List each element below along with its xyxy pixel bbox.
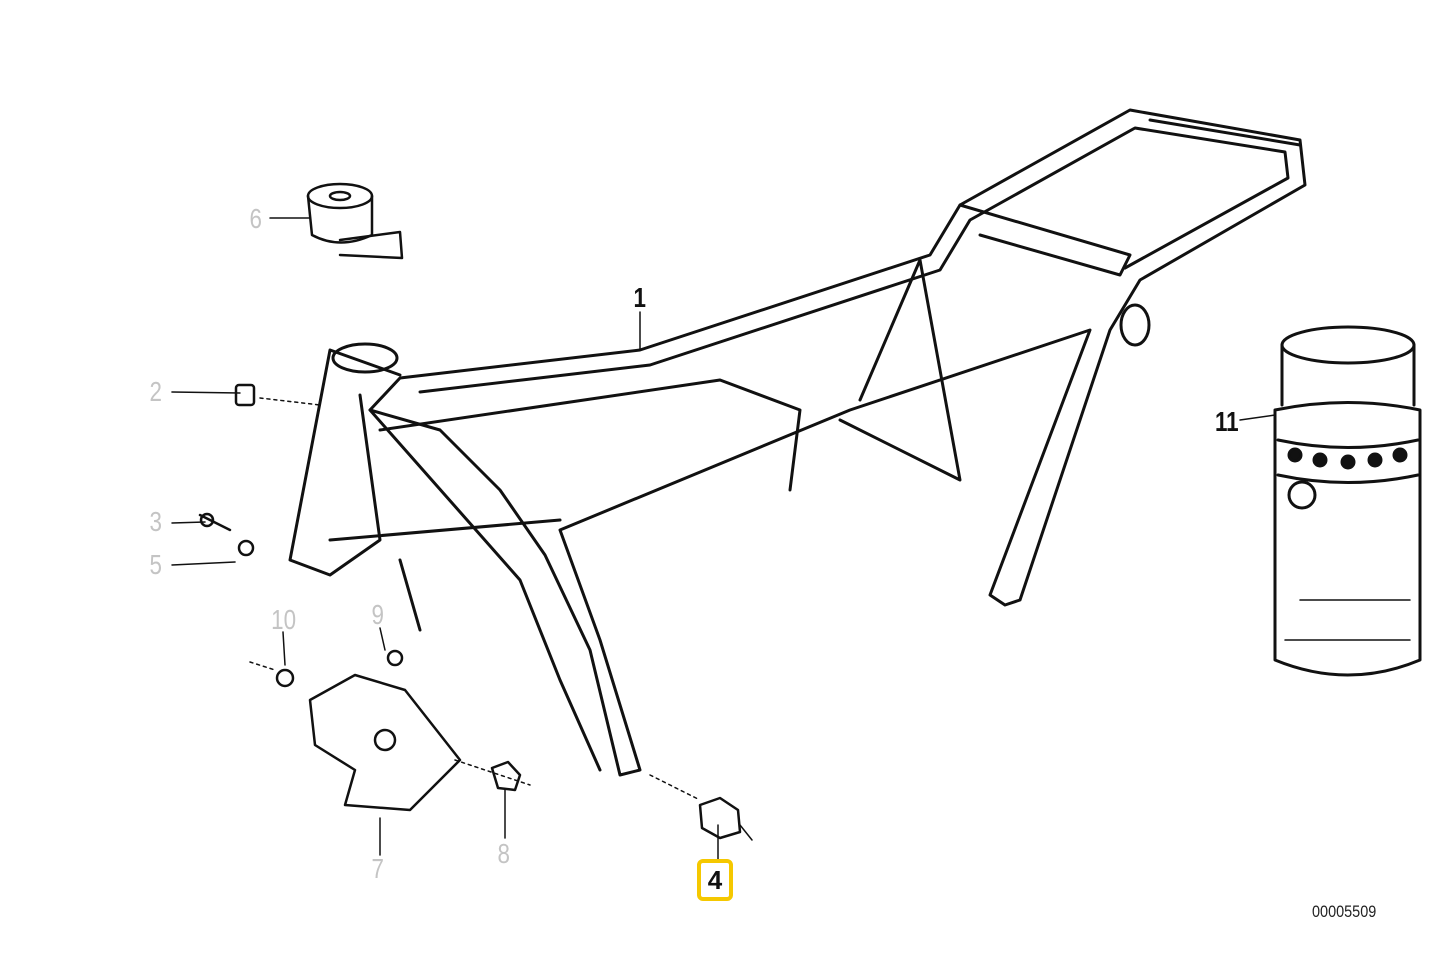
part-label-3[interactable]: 3	[149, 506, 163, 537]
main-frame	[288, 108, 1307, 777]
part-label-7[interactable]: 7	[371, 853, 385, 884]
part-label-2[interactable]: 2	[149, 376, 163, 407]
part-label-1[interactable]: 1	[633, 282, 647, 313]
part-label-8[interactable]: 8	[497, 838, 511, 869]
part-label-6[interactable]: 6	[249, 203, 263, 234]
diagram-code: 00005509	[1312, 902, 1377, 921]
leader-lines	[171, 217, 1276, 861]
small-parts	[198, 182, 742, 840]
part-label-11[interactable]: 11	[1214, 406, 1239, 437]
part-label-9[interactable]: 9	[371, 599, 385, 630]
part-label-5[interactable]: 5	[149, 549, 163, 580]
part-label-4-highlighted[interactable]: 4	[697, 859, 733, 901]
spray-can	[1273, 325, 1422, 677]
part-label-10[interactable]: 10	[271, 604, 297, 635]
